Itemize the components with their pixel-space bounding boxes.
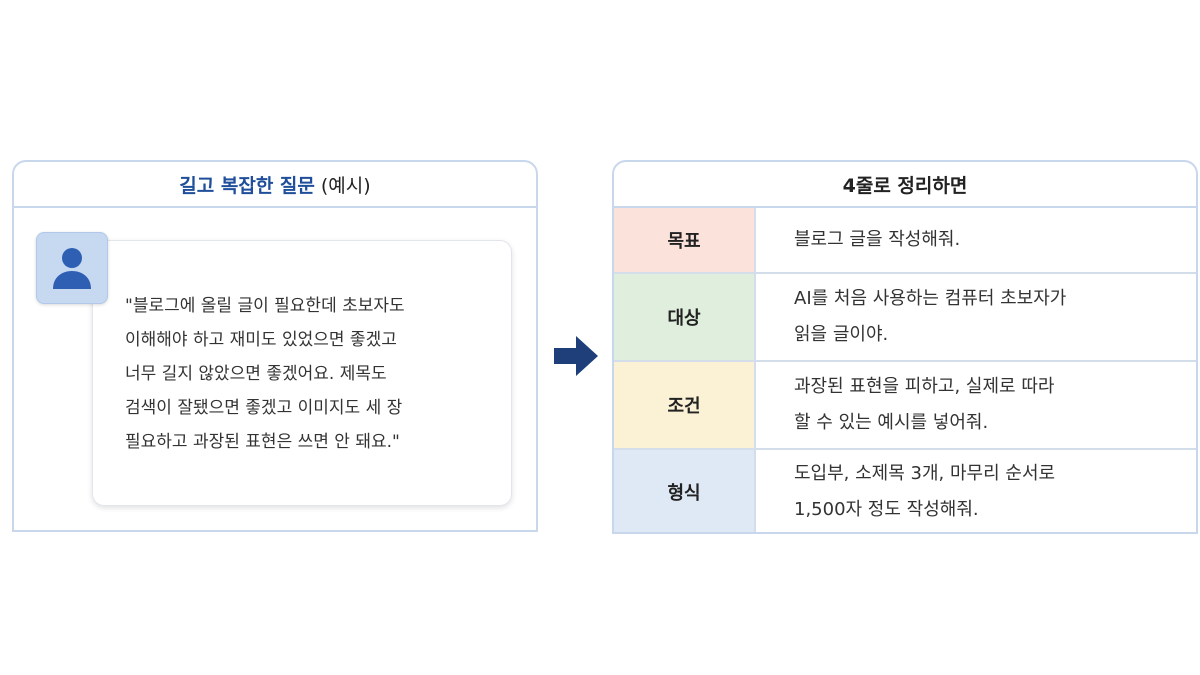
question-text: "블로그에 올릴 글이 필요한데 초보자도 이해해야 하고 재미도 있었으면 좋…	[125, 296, 405, 452]
row-label-condition: 조건	[614, 362, 756, 448]
summary-row-target: 대상 AI를 처음 사용하는 컴퓨터 초보자가 읽을 글이야.	[614, 274, 1196, 362]
summary-row-condition: 조건 과장된 표현을 피하고, 실제로 따라 할 수 있는 예시를 넣어줘.	[614, 362, 1196, 450]
user-avatar	[36, 232, 108, 304]
user-icon	[53, 248, 91, 289]
row-text-format: 도입부, 소제목 3개, 마무리 순서로 1,500자 정도 작성해줘.	[794, 463, 1056, 520]
summary-title: 4줄로 정리하면	[614, 162, 1196, 208]
complex-question-subtitle: (예시)	[320, 174, 371, 197]
summary-panel: 4줄로 정리하면 목표 블로그 글을 작성해줘. 대상 AI를 처음 사용하는 …	[612, 160, 1198, 534]
summary-row-format: 형식 도입부, 소제목 3개, 마무리 순서로 1,500자 정도 작성해줘.	[614, 450, 1196, 532]
summary-table: 목표 블로그 글을 작성해줘. 대상 AI를 처음 사용하는 컴퓨터 초보자가 …	[614, 208, 1196, 532]
summary-row-goal: 목표 블로그 글을 작성해줘.	[614, 208, 1196, 274]
row-text-goal: 블로그 글을 작성해줘.	[794, 229, 961, 250]
speech-bubble: "블로그에 올릴 글이 필요한데 초보자도 이해해야 하고 재미도 있었으면 좋…	[92, 240, 512, 506]
complex-question-header: 길고 복잡한 질문 (예시)	[14, 162, 536, 208]
right-arrow-icon	[554, 336, 598, 376]
row-text-target: AI를 처음 사용하는 컴퓨터 초보자가 읽을 글이야.	[794, 288, 1067, 345]
complex-question-panel: 길고 복잡한 질문 (예시) "블로그에 올릴 글이 필요한데 초보자도 이해해…	[12, 160, 538, 532]
row-label-target: 대상	[614, 274, 756, 360]
complex-question-title: 길고 복잡한 질문	[179, 174, 315, 197]
row-text-condition: 과장된 표현을 피하고, 실제로 따라 할 수 있는 예시를 넣어줘.	[794, 376, 1055, 433]
row-label-goal: 목표	[614, 208, 756, 272]
row-label-format: 형식	[614, 450, 756, 532]
